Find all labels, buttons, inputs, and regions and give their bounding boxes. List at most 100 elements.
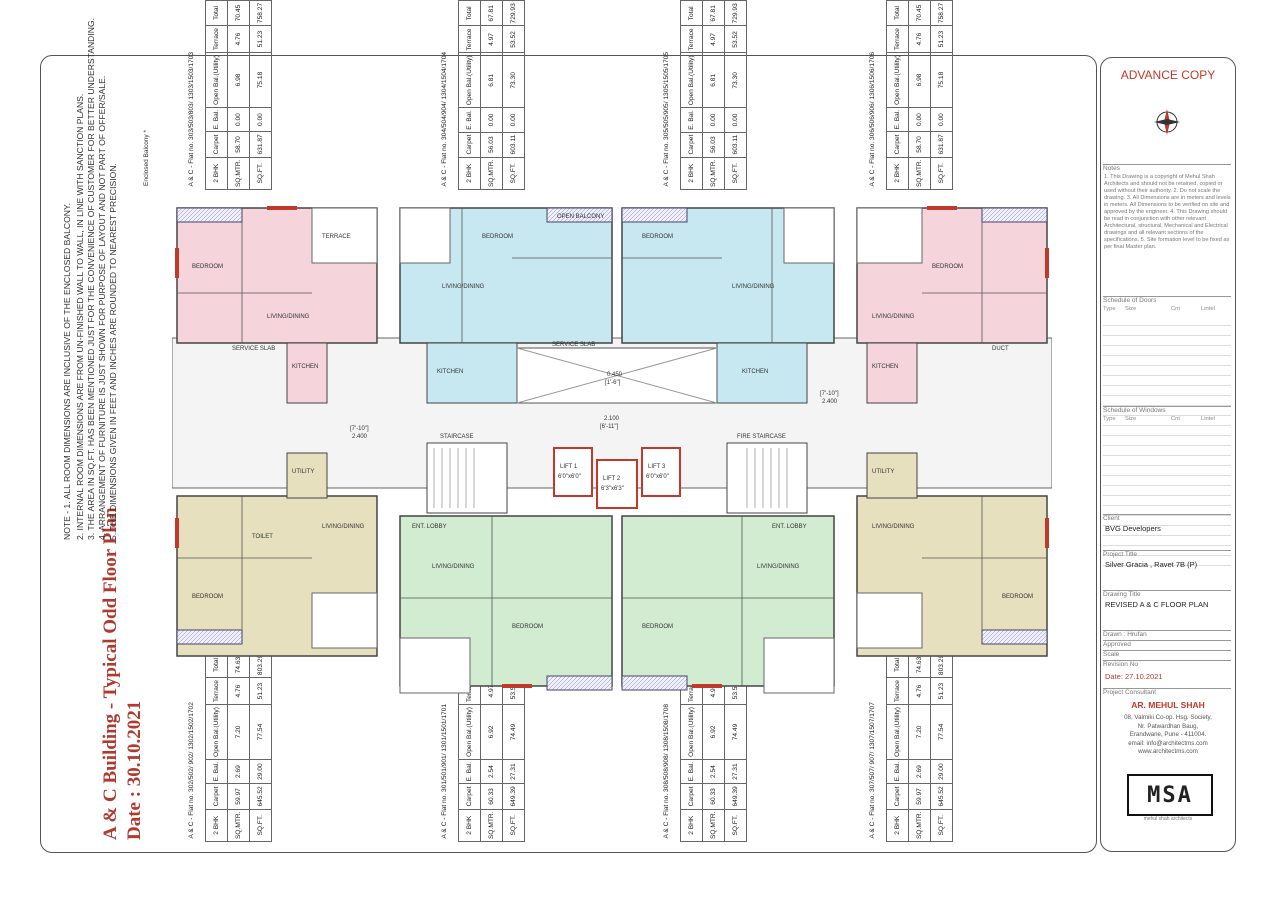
drawn-label: Drawn : Hrufan bbox=[1103, 630, 1231, 638]
drawing-title: A & C Building - Typical Odd Floor Plan bbox=[100, 507, 121, 840]
flat-top-left bbox=[176, 207, 378, 404]
area-table-cell: E. Bal. bbox=[680, 107, 703, 133]
label-dim-2400-b-ft: [7'-10"] bbox=[820, 391, 839, 397]
area-table-cell: Carpet bbox=[886, 783, 909, 810]
area-table-cell: 4.76 bbox=[227, 25, 250, 53]
label-bedroom-5: BEDROOM bbox=[192, 594, 223, 600]
area-table-cell: Carpet bbox=[886, 131, 909, 158]
flat-bottom-mid-right bbox=[621, 515, 835, 694]
drawing-title-value: REVISED A & C FLOOR PLAN bbox=[1105, 600, 1209, 609]
area-table-cell: Open Bal.(Utility) bbox=[205, 52, 228, 108]
area-table-cell: 56.03 bbox=[702, 132, 725, 158]
client-label: Client bbox=[1103, 514, 1231, 522]
msa-logo-sub: mehul shah architects bbox=[1143, 816, 1193, 822]
drawing-date-value: Date: 27.10.2021 bbox=[1105, 672, 1163, 681]
label-dim-2100-ft: [6'-11"] bbox=[600, 424, 619, 430]
area-table-cell: 6.92 bbox=[702, 704, 725, 760]
area-table-cell: Carpet bbox=[458, 783, 481, 810]
area-table-cell: Terrace bbox=[680, 25, 703, 53]
area-table-cell: 53.52 bbox=[502, 25, 525, 53]
area-table-cell: SQ.FT. bbox=[930, 157, 953, 190]
flat-bottom-left bbox=[176, 452, 378, 657]
label-dim-2400-ft: [7'-10"] bbox=[350, 426, 369, 432]
note-1: NOTE - 1. ALL ROOM DIMENSIONS ARE INCLUS… bbox=[62, 203, 72, 540]
area-table-cell: SQ.MTR. bbox=[480, 157, 503, 190]
area-table-cell: SQ.FT. bbox=[502, 809, 525, 842]
area-table-cell: 4.97 bbox=[702, 25, 725, 53]
area-table-cell: E. Bal. bbox=[205, 759, 228, 784]
label-duct-1: DUCT bbox=[992, 346, 1009, 352]
architect-name: AR. MEHUL SHAH bbox=[1131, 700, 1205, 710]
area-table-cell: Open Bal.(Utility) bbox=[680, 704, 703, 760]
area-table-cell: 649.39 bbox=[724, 783, 747, 810]
area-table-cell: 2.54 bbox=[480, 759, 503, 784]
approved-label: Approved bbox=[1103, 640, 1231, 648]
area-table-cell: SQ.FT. bbox=[249, 809, 272, 842]
area-table-cell: 75.18 bbox=[249, 52, 272, 108]
area-table-cell: Open Bal.(Utility) bbox=[205, 704, 228, 760]
label-service-slab-2: SERVICE SLAB bbox=[552, 342, 595, 348]
area-table-cell: Terrace bbox=[458, 25, 481, 53]
note-2: 2. INTERNAL ROOM DIMENSIONS ARE FROM UN-… bbox=[75, 93, 85, 540]
label-lift-3-dim: 6'0"x6'0" bbox=[646, 474, 669, 480]
area-table-cell: 0.00 bbox=[480, 107, 503, 133]
area-table-cell: 758.27 bbox=[930, 0, 953, 26]
area-table-cell: SQ.MTR. bbox=[908, 809, 931, 842]
label-bedroom-7: BEDROOM bbox=[642, 624, 673, 630]
area-table-flat-no: A & C - Flat no. 306/506/906/ 1306/1506/… bbox=[868, 51, 876, 187]
area-table-cell: 729.93 bbox=[502, 0, 525, 26]
floor-plan: BEDROOM LIVING/DINING KITCHEN TERRACE LI… bbox=[172, 206, 1052, 694]
label-open-balcony-1: OPEN BALCONY bbox=[557, 214, 604, 220]
title-block: ADVANCE COPY Notes 1. This Drawing is a … bbox=[1100, 57, 1236, 852]
area-table-cell: 58.70 bbox=[227, 131, 250, 158]
area-table-cell: 60.33 bbox=[702, 783, 725, 810]
area-table-cell: 0.00 bbox=[249, 107, 272, 132]
note-3: 3. THE AREA IN SQ.FT. HAS BEEN MENTIONED… bbox=[86, 17, 96, 540]
label-bedroom-3: BEDROOM bbox=[642, 234, 673, 240]
area-table-cell: 2.69 bbox=[227, 759, 250, 784]
staircase bbox=[426, 442, 508, 514]
area-table-cell: Terrace bbox=[886, 25, 909, 53]
area-table-cell: 2 BHK bbox=[458, 157, 481, 190]
label-fire-staircase: FIRE STAIRCASE bbox=[737, 434, 786, 440]
label-kitchen-3: KITCHEN bbox=[742, 369, 768, 375]
area-table-cell: 77.54 bbox=[930, 704, 953, 760]
label-kitchen-1: KITCHEN bbox=[292, 364, 318, 370]
area-table-cell: 53.52 bbox=[724, 25, 747, 53]
area-table-cell: 0.00 bbox=[227, 107, 250, 132]
label-living-5: LIVING/DINING bbox=[322, 524, 365, 530]
area-table-cell: 2 BHK bbox=[886, 157, 909, 190]
area-table-cell: Total bbox=[458, 0, 481, 26]
flat-top-right bbox=[856, 207, 1048, 404]
lift-1 bbox=[553, 447, 593, 497]
label-utility-8: UTILITY bbox=[872, 469, 894, 475]
area-table-cell: E. Bal. bbox=[458, 107, 481, 133]
drawing-date: Date : 30.10.2021 bbox=[124, 700, 145, 840]
area-table-cell: 0.00 bbox=[724, 107, 747, 133]
drawing-frame bbox=[40, 55, 1097, 853]
area-table-cell: 77.54 bbox=[249, 704, 272, 760]
lift-3 bbox=[641, 447, 681, 497]
area-table-cell: SQ.FT. bbox=[724, 809, 747, 842]
fire-staircase bbox=[726, 442, 808, 514]
flat-top-mid-right bbox=[621, 207, 835, 404]
area-table-cell: Carpet bbox=[458, 132, 481, 158]
area-table-cell: SQ.FT. bbox=[930, 809, 953, 842]
area-table-cell: Open Bal.(Utility) bbox=[886, 52, 909, 108]
label-dim-2400-b: 2.400 bbox=[822, 399, 838, 405]
area-table-cell: 70.45 bbox=[908, 0, 931, 26]
flat-bottom-right bbox=[856, 452, 1048, 657]
area-table-flat-no: A & C - Flat no. 305/505/905/ 1305/1505/… bbox=[662, 51, 670, 187]
label-dim-0450-ft: [1'-6"] bbox=[605, 380, 621, 386]
area-table-cell: 6.98 bbox=[908, 52, 931, 108]
area-table-cell: 6.98 bbox=[227, 52, 250, 108]
msa-logo: MSA bbox=[1127, 774, 1213, 816]
lift-2 bbox=[596, 459, 638, 509]
area-table-flat-no: A & C - Flat no. 303/503/803/ 1303/1503/… bbox=[187, 51, 195, 187]
label-lift-2-dim: 6'3"x6'3" bbox=[601, 486, 624, 492]
area-table-cell: 67.81 bbox=[480, 0, 503, 26]
label-ent-lobby-6: ENT. LOBBY bbox=[412, 524, 447, 530]
notes-label: Notes bbox=[1103, 164, 1231, 172]
area-table-cell: SQ.MTR. bbox=[702, 809, 725, 842]
